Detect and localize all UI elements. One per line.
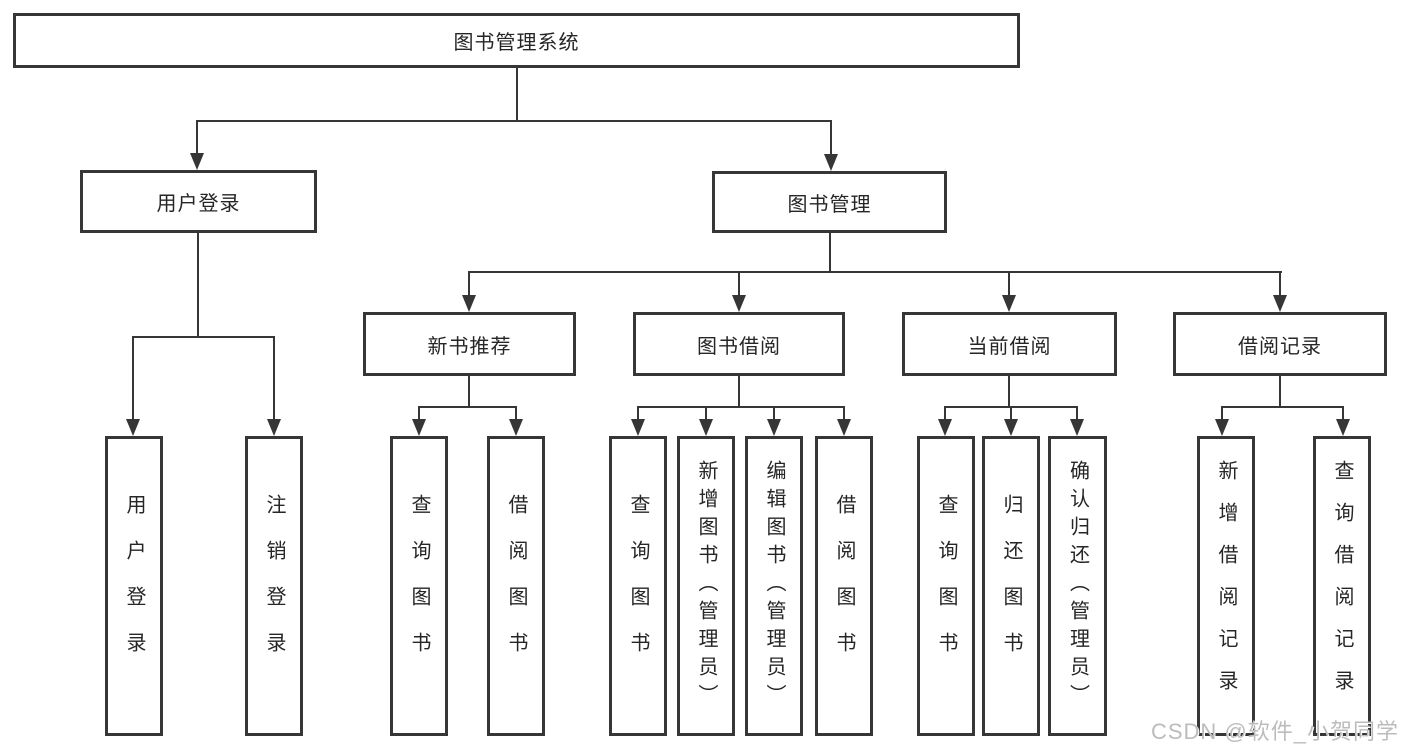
node-label: 借阅记录 bbox=[1238, 335, 1322, 358]
connector-line bbox=[468, 376, 470, 408]
arrow-down-icon bbox=[837, 419, 851, 436]
leaf-query-borrow-record: 查询借阅记录 bbox=[1313, 436, 1371, 736]
connector-line bbox=[830, 120, 832, 157]
leaf-confirm-return-admin: 确认归还（管理员） bbox=[1048, 436, 1107, 736]
node-label: 当前借阅 bbox=[967, 335, 1052, 358]
connector-line bbox=[196, 120, 198, 156]
node-label: 用户登录 bbox=[156, 193, 241, 215]
node-label: 用户登录 bbox=[123, 494, 145, 678]
leaf-query-books-current: 查询图书 bbox=[917, 436, 975, 736]
node-label: 查询图书 bbox=[935, 494, 957, 678]
csdn-watermark: CSDN @软件_小贺同学 bbox=[1150, 719, 1399, 744]
node-book-management: 图书管理 bbox=[712, 171, 947, 233]
connector-line bbox=[133, 336, 275, 338]
arrow-down-icon bbox=[767, 419, 781, 436]
connector-line bbox=[1222, 406, 1344, 408]
connector-line bbox=[1342, 406, 1344, 422]
connector-line bbox=[1221, 406, 1223, 422]
arrow-down-icon bbox=[1215, 419, 1229, 436]
connector-line bbox=[469, 271, 1282, 273]
arrow-down-icon bbox=[1070, 419, 1084, 436]
node-label: 图书管理 bbox=[787, 193, 872, 216]
node-label: 借阅图书 bbox=[833, 494, 855, 678]
leaf-logout: 注销登录 bbox=[245, 436, 303, 736]
node-label: 查询图书 bbox=[627, 494, 649, 678]
node-label: 新书推荐 bbox=[427, 335, 512, 358]
connector-line bbox=[1008, 376, 1010, 408]
leaf-edit-books-admin: 编辑图书（管理员） bbox=[745, 436, 803, 736]
leaf-borrow-books: 借阅图书 bbox=[815, 436, 873, 736]
connector-line bbox=[1279, 271, 1281, 298]
connector-line bbox=[515, 406, 517, 422]
node-label: 借阅图书 bbox=[505, 494, 527, 678]
node-current-borrowing: 当前借阅 bbox=[902, 312, 1117, 376]
arrow-down-icon bbox=[1002, 295, 1016, 312]
leaf-return-books: 归还图书 bbox=[982, 436, 1040, 736]
connector-line bbox=[468, 271, 470, 298]
connector-line bbox=[516, 68, 518, 122]
connector-line bbox=[738, 376, 740, 408]
leaf-add-books-admin: 新增图书（管理员） bbox=[677, 436, 735, 736]
connector-line bbox=[1010, 406, 1012, 422]
connector-line bbox=[638, 406, 845, 408]
node-label: 查询图书 bbox=[408, 494, 430, 678]
connector-line bbox=[273, 336, 275, 422]
arrow-down-icon bbox=[938, 419, 952, 436]
node-borrowing-records: 借阅记录 bbox=[1173, 312, 1387, 376]
arrow-down-icon bbox=[732, 295, 746, 312]
node-label: 归还图书 bbox=[1000, 494, 1022, 678]
arrow-down-icon bbox=[1336, 419, 1350, 436]
node-root-library-management-system: 图书管理系统 bbox=[13, 13, 1020, 68]
node-label: 确认归还（管理员） bbox=[1066, 460, 1089, 712]
arrow-down-icon bbox=[267, 419, 281, 436]
connector-line bbox=[944, 406, 946, 422]
arrow-down-icon bbox=[462, 295, 476, 312]
leaf-query-books-recommend: 查询图书 bbox=[390, 436, 448, 736]
node-new-book-recommendation: 新书推荐 bbox=[363, 312, 576, 376]
leaf-add-borrow-record: 新增借阅记录 bbox=[1197, 436, 1255, 736]
connector-line bbox=[132, 336, 134, 422]
node-label: 编辑图书（管理员） bbox=[763, 460, 785, 712]
arrow-down-icon bbox=[509, 419, 523, 436]
node-label: 图书管理系统 bbox=[453, 32, 580, 54]
leaf-user-login: 用户登录 bbox=[105, 436, 163, 736]
node-label: 新增借阅记录 bbox=[1215, 460, 1237, 712]
connector-line bbox=[197, 233, 199, 338]
connector-line bbox=[829, 233, 831, 273]
arrow-down-icon bbox=[631, 419, 645, 436]
arrow-down-icon bbox=[412, 419, 426, 436]
node-label: 查询借阅记录 bbox=[1331, 460, 1353, 712]
arrow-down-icon bbox=[1273, 295, 1287, 312]
leaf-query-books-borrowing: 查询图书 bbox=[609, 436, 667, 736]
connector-line bbox=[1008, 271, 1010, 298]
node-label: 图书借阅 bbox=[697, 335, 781, 358]
arrow-down-icon bbox=[126, 419, 140, 436]
connector-line bbox=[843, 406, 845, 422]
node-book-borrowing: 图书借阅 bbox=[633, 312, 845, 376]
connector-line bbox=[419, 406, 517, 408]
arrow-down-icon bbox=[699, 419, 713, 436]
connector-line bbox=[197, 120, 832, 122]
node-label: 新增图书（管理员） bbox=[695, 460, 717, 712]
node-user-login: 用户登录 bbox=[80, 170, 317, 233]
connector-line bbox=[1076, 406, 1078, 422]
connector-line bbox=[738, 271, 740, 298]
connector-line bbox=[418, 406, 420, 422]
connector-line bbox=[705, 406, 707, 422]
arrow-down-icon bbox=[1004, 419, 1018, 436]
node-label: 注销登录 bbox=[263, 494, 285, 678]
connector-line bbox=[773, 406, 775, 422]
arrow-down-icon bbox=[190, 153, 204, 170]
leaf-borrow-books-recommend: 借阅图书 bbox=[487, 436, 545, 736]
connector-line bbox=[637, 406, 639, 422]
arrow-down-icon bbox=[824, 154, 838, 171]
connector-line bbox=[1279, 376, 1281, 408]
